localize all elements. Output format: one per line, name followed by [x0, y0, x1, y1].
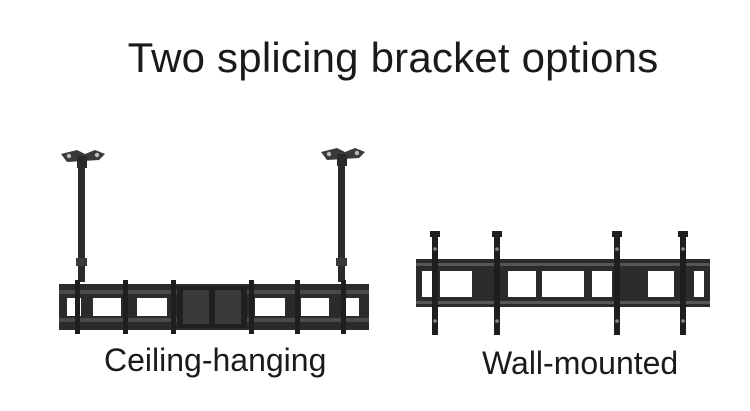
wall-mounted-bracket-image: [416, 231, 710, 335]
wall-bracket-arms: [430, 231, 688, 335]
ceiling-bracket-frame: [59, 280, 369, 334]
left-ceiling-plate: [61, 150, 105, 168]
wall-mounted-caption: Wall-mounted: [482, 345, 679, 381]
wall-bracket-frame: [416, 259, 710, 307]
right-pole: [338, 164, 345, 282]
ceiling-hanging-caption: Ceiling-hanging: [104, 342, 327, 378]
page-title: Two splicing bracket options: [127, 34, 659, 81]
ceiling-hanging-bracket-image: [59, 148, 369, 334]
left-pole: [78, 166, 85, 282]
right-ceiling-plate: [321, 148, 365, 166]
